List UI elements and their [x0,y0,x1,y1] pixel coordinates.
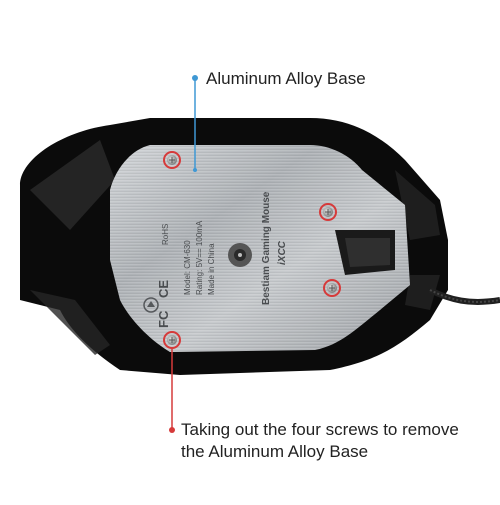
plate-marks-ce: CE [156,280,171,298]
callout-top-text: Aluminum Alloy Base [206,69,366,88]
recycle-icon [143,297,159,313]
screw-icon [323,279,341,297]
plate-model: Model: CM-630 [183,240,192,295]
screw-icon [163,151,181,169]
screw-icon [319,203,337,221]
callout-bottom-line1: Taking out the four screws to remove [181,420,459,439]
plate-origin: Made in China [207,243,216,295]
plate-product-name: Bestiam Gaming Mouse [261,191,272,305]
plate-marks-rohs: RoHS [161,224,170,245]
callout-bottom-line2: the Aluminum Alloy Base [181,442,369,461]
callout-dot-top [192,75,198,81]
plate-brand: iXCC [277,240,288,265]
callout-aluminum-base: Aluminum Alloy Base [206,68,366,90]
plate-rating: Rating: 5V== 100mA [195,220,204,295]
callout-remove-screws: Taking out the four screws to remove the… [181,419,459,463]
plate-marks-fc: FC [156,310,171,328]
callout-dot-bottom [169,427,175,433]
